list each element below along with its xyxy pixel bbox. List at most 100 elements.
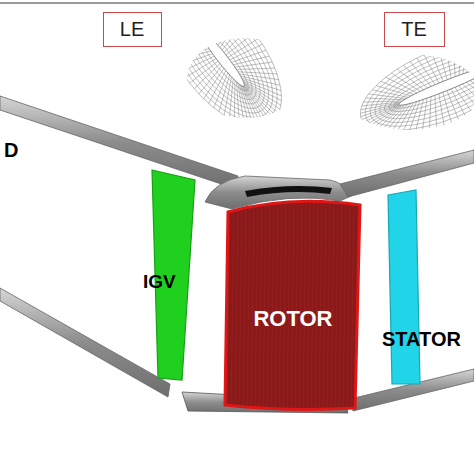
mesh-line [245, 82, 277, 121]
mesh-line [178, 0, 215, 31]
mesh-line [186, 0, 225, 34]
upper-casing-right [340, 150, 474, 197]
mesh-line [448, 42, 472, 75]
mesh-line [378, 46, 474, 126]
rotor-blade-border [225, 201, 360, 409]
mesh-line [215, 80, 255, 121]
mesh-line [192, 64, 223, 89]
mesh-line [243, 194, 246, 416]
mesh-line [431, 52, 443, 82]
mesh-line [222, 27, 253, 52]
mesh-line [435, 49, 450, 80]
mesh-line [472, 38, 474, 69]
mesh-line [152, 0, 291, 134]
mesh-line [251, 194, 254, 416]
mesh-line [331, 194, 334, 416]
mesh-line [231, 194, 234, 416]
mesh-line [255, 194, 258, 416]
mesh-line [175, 0, 209, 30]
mesh-line [204, 8, 241, 43]
mesh-line [228, 35, 259, 60]
leading-edge-mesh [140, 0, 304, 147]
mesh-line [424, 53, 439, 84]
mesh-line [455, 85, 473, 117]
mesh-line [244, 79, 278, 119]
mesh-line [163, 7, 202, 49]
mesh-line [362, 105, 399, 120]
mesh-line [240, 60, 280, 101]
mesh-line [167, 0, 199, 34]
mesh-line [447, 91, 459, 121]
mesh-line [267, 194, 270, 416]
mesh-line [165, 19, 205, 59]
mesh-line [464, 38, 474, 70]
blade-row-label: STATOR [382, 328, 461, 350]
mesh-line [163, 1, 200, 43]
stator-blade-fill [388, 190, 420, 384]
rotor-blade-outline [222, 194, 364, 416]
mesh-line [173, 0, 203, 29]
mesh-line [348, 18, 474, 154]
mesh-line [167, 24, 206, 62]
mesh-line [247, 194, 250, 416]
mesh-line [239, 194, 242, 416]
inset-label: TE [401, 18, 427, 40]
mesh-line [295, 194, 298, 416]
mesh-line [459, 82, 474, 115]
mesh-line [163, 4, 201, 46]
mesh-line [182, 50, 215, 78]
mesh-line [366, 35, 474, 138]
mesh-line [194, 66, 227, 94]
mesh-line [190, 0, 230, 36]
frame-line [0, 2, 474, 4]
mesh-line [315, 194, 318, 416]
mesh-line [259, 194, 262, 416]
mesh-line [319, 194, 322, 416]
blade-row-label: IGV [143, 272, 176, 293]
inset-label-box: TE [384, 12, 445, 47]
duct-label: D [4, 139, 18, 161]
mesh-line [460, 39, 474, 72]
stator-blade-border [388, 190, 420, 384]
lower-hub-left [0, 288, 170, 397]
mesh-line [364, 88, 403, 114]
mesh-line [451, 88, 466, 119]
mesh-line [299, 194, 302, 416]
mesh-line [146, 0, 298, 141]
mesh-line [303, 194, 306, 416]
mesh-line [367, 105, 406, 129]
mesh-line [425, 95, 446, 128]
mesh-line [275, 194, 278, 416]
mesh-line [218, 82, 257, 123]
mesh-line [311, 194, 314, 416]
blade-section [196, 27, 248, 90]
mesh-line [307, 194, 310, 416]
mesh-line [244, 76, 280, 117]
mesh-line [473, 70, 474, 103]
mesh-line [176, 0, 212, 30]
mesh-line [365, 105, 404, 127]
mesh-line [452, 41, 474, 74]
mesh-line [183, 14, 260, 103]
mesh-line [165, 0, 199, 37]
mesh-line [271, 194, 274, 416]
mesh-line [174, 0, 206, 30]
mesh-line [362, 105, 400, 123]
mesh-line [323, 194, 326, 416]
mesh-line [235, 194, 238, 416]
mesh-line [172, 0, 200, 30]
inset-label: LE [120, 18, 144, 40]
mesh-line [213, 17, 248, 48]
upper-casing [0, 96, 238, 189]
mesh-line [209, 12, 245, 45]
mesh-line [417, 55, 435, 87]
mesh-line [181, 0, 219, 32]
mesh-line [177, 7, 267, 108]
mesh-line [287, 194, 290, 416]
trailing-edge-mesh [348, 18, 474, 154]
blade-row-label: ROTOR [253, 307, 332, 331]
mesh-line [197, 68, 232, 99]
mesh-line [347, 194, 350, 416]
stator-blade-outline [378, 186, 470, 388]
